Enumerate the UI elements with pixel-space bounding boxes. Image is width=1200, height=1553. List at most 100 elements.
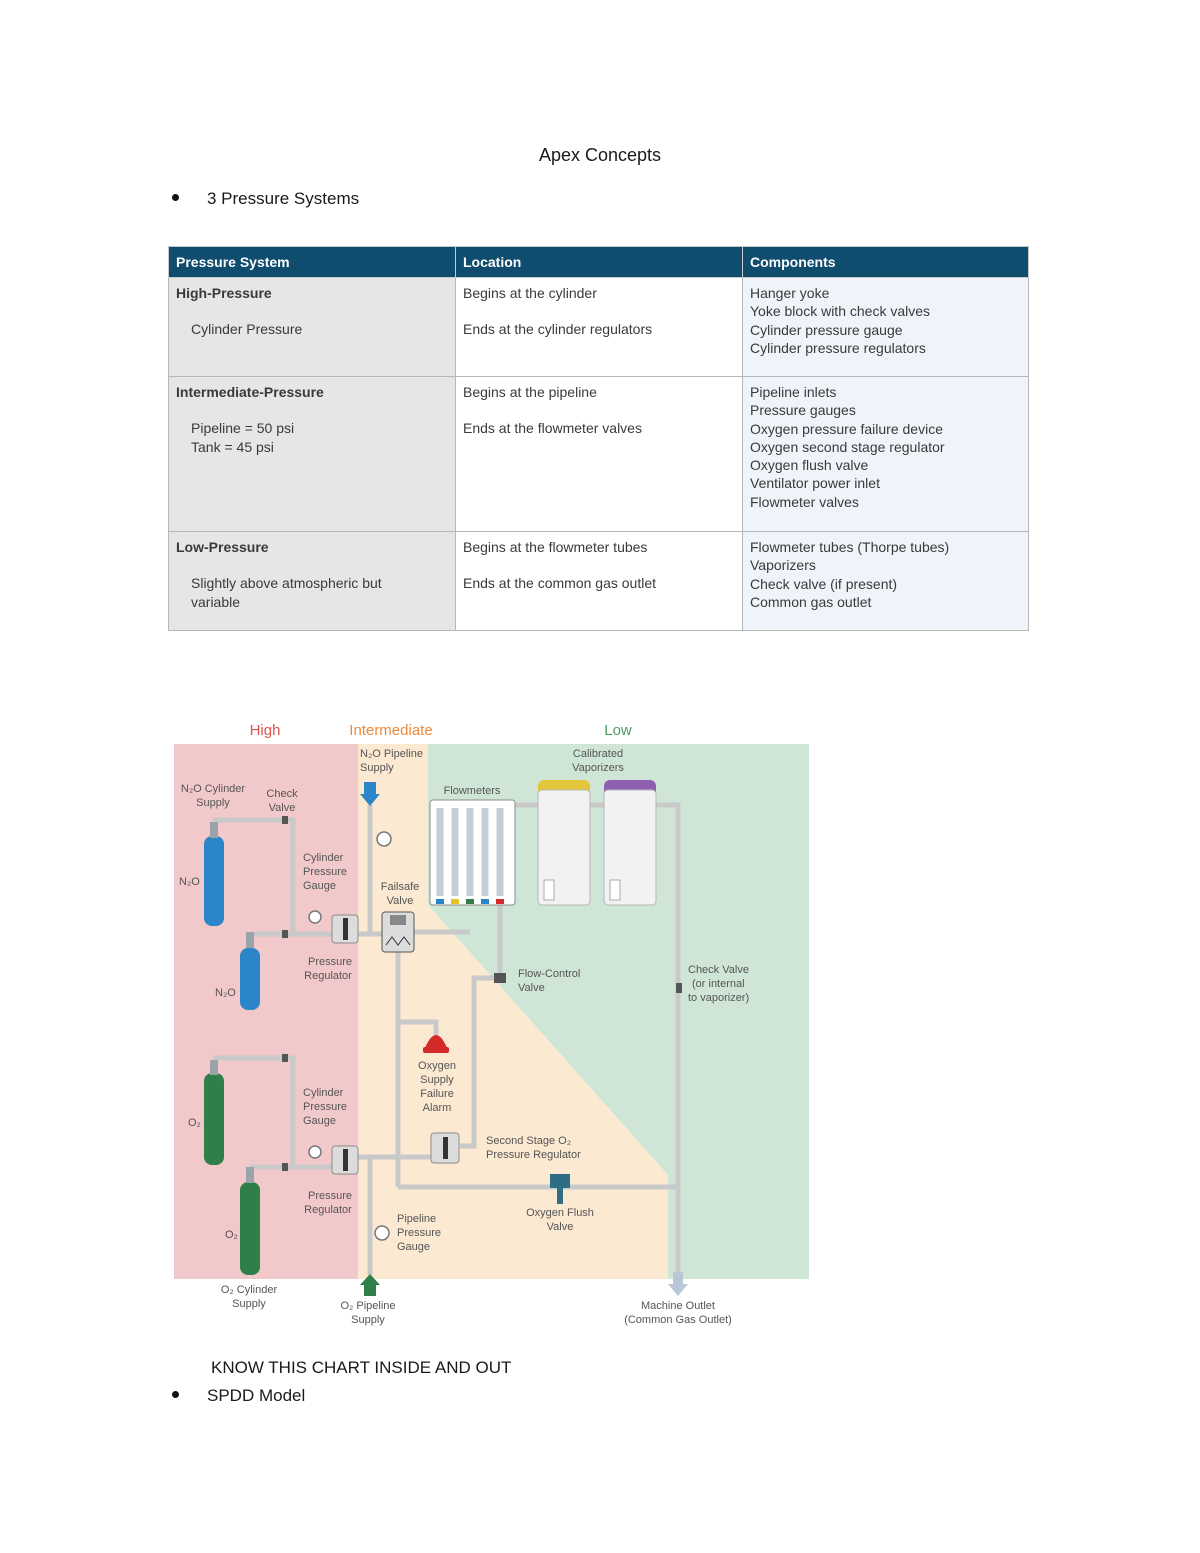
- system-cell: High-Pressure Cylinder Pressure: [168, 277, 456, 377]
- table-header-row: Pressure System Location Components: [168, 246, 1029, 278]
- header-components: Components: [742, 246, 1029, 278]
- system-name: Low-Pressure: [176, 539, 269, 555]
- header-location: Location: [455, 246, 743, 278]
- pipes: [213, 802, 681, 1275]
- header-pressure-system: Pressure System: [168, 246, 456, 278]
- location-begin: Begins at the cylinder: [463, 285, 597, 301]
- oxygen-alarm-icon: [423, 1035, 449, 1053]
- location-cell: Begins at the cylinder Ends at the cylin…: [455, 277, 743, 377]
- component-item: Pressure gauges: [750, 402, 856, 419]
- system-detail: Cylinder Pressure: [191, 321, 303, 338]
- o2-label-2: O₂: [225, 1229, 238, 1241]
- location-end: Ends at the cylinder regulators: [463, 321, 653, 338]
- n2o-label: N₂O: [179, 876, 200, 888]
- system-detail: Tank = 45 psi: [191, 438, 274, 455]
- component-item: Cylinder pressure regulators: [750, 339, 926, 356]
- location-end: Ends at the common gas outlet: [463, 575, 656, 592]
- system-detail: Pipeline = 50 psi: [191, 420, 295, 437]
- system-detail: Slightly above atmospheric but: [191, 575, 382, 592]
- high-zone: [174, 744, 358, 1279]
- bullet-text: SPDD Model: [207, 1386, 306, 1405]
- table-row: Intermediate-Pressure Pipeline = 50 psi …: [168, 376, 1029, 532]
- oxygen-flush-valve-icon: [550, 1174, 570, 1204]
- component-item: Check valve (if present): [750, 575, 898, 592]
- component-item: Oxygen pressure failure device: [750, 420, 943, 437]
- component-item: Flowmeter tubes (Thorpe tubes): [750, 539, 950, 555]
- o2-label: O₂: [188, 1117, 201, 1129]
- system-name: Intermediate-Pressure: [176, 384, 324, 400]
- bullet-dot: [172, 194, 179, 202]
- component-item: Cylinder pressure gauge: [750, 321, 903, 338]
- component-item: Flowmeter valves: [750, 493, 859, 510]
- machine-outlet-label: Machine Outlet(Common Gas Outlet): [624, 1300, 732, 1326]
- failsafe-valve-icon: [381, 911, 415, 953]
- second-stage-regulator-icon: [430, 1132, 460, 1164]
- n2o-cylinder-top: [204, 822, 224, 926]
- bullet-text: 3 Pressure Systems: [207, 189, 360, 208]
- system-cell: Low-Pressure Slightly above atmospheric …: [168, 531, 456, 631]
- machine-outlet-arrow-icon: [668, 1272, 688, 1296]
- o2-cylinder-top: [204, 1060, 224, 1165]
- note-text: KNOW THIS CHART INSIDE AND OUT: [211, 1358, 512, 1377]
- gauge-icon: [308, 831, 392, 1241]
- flowmeters-label: Flowmeters: [444, 785, 501, 797]
- zone-label-intermediate: Intermediate: [349, 722, 432, 739]
- o2-pipeline-arrow-icon: [360, 1274, 380, 1296]
- component-item: Oxygen flush valve: [750, 457, 869, 474]
- components-cell: Flowmeter tubes (Thorpe tubes) Vaporizer…: [742, 531, 1029, 631]
- bullet-spdd-model: SPDD Model: [172, 1386, 305, 1406]
- location-begin: Begins at the flowmeter tubes: [463, 539, 648, 555]
- n2o-pipeline-arrow-icon: [360, 782, 380, 806]
- zone-label-low: Low: [604, 722, 632, 739]
- bullet-dot: [172, 1391, 179, 1399]
- pressure-regulator-icon: [331, 914, 359, 1175]
- o2-cylinder-bottom: [240, 1167, 260, 1275]
- components-cell: Hanger yoke Yoke block with check valves…: [742, 277, 1029, 377]
- location-begin: Begins at the pipeline: [463, 384, 597, 400]
- system-cell: Intermediate-Pressure Pipeline = 50 psi …: [168, 376, 456, 532]
- table-row: High-Pressure Cylinder Pressure Begins a…: [168, 277, 1029, 377]
- intermediate-zone: [358, 744, 668, 1279]
- low-zone: [428, 744, 809, 1279]
- system-name: High-Pressure: [176, 285, 272, 301]
- document-title: Apex Concepts: [538, 145, 662, 165]
- vaporizer-icon: [537, 780, 591, 906]
- component-item: Hanger yoke: [750, 285, 830, 301]
- components-cell: Pipeline inlets Pressure gauges Oxygen p…: [742, 376, 1029, 532]
- component-item: Pipeline inlets: [750, 384, 837, 400]
- pressure-systems-table: Pressure System Location Components High…: [168, 246, 1029, 631]
- zone-label-high: High: [250, 722, 281, 739]
- component-item: Ventilator power inlet: [750, 475, 880, 492]
- flowmeters-icon: [429, 799, 516, 906]
- bullet-pressure-systems: 3 Pressure Systems: [172, 189, 359, 209]
- component-item: Yoke block with check valves: [750, 303, 931, 320]
- check-valve-icon: [282, 816, 682, 1171]
- n2o-cylinder-bottom: [240, 932, 260, 1010]
- flow-control-valve-icon: [494, 973, 506, 983]
- component-item: Oxygen second stage regulator: [750, 438, 945, 455]
- location-end: Ends at the flowmeter valves: [463, 420, 642, 437]
- table-row: Low-Pressure Slightly above atmospheric …: [168, 531, 1029, 631]
- component-item: Common gas outlet: [750, 593, 872, 610]
- component-item: Vaporizers: [750, 557, 816, 574]
- vaporizer-icon: [603, 780, 657, 906]
- system-detail: variable: [191, 593, 241, 610]
